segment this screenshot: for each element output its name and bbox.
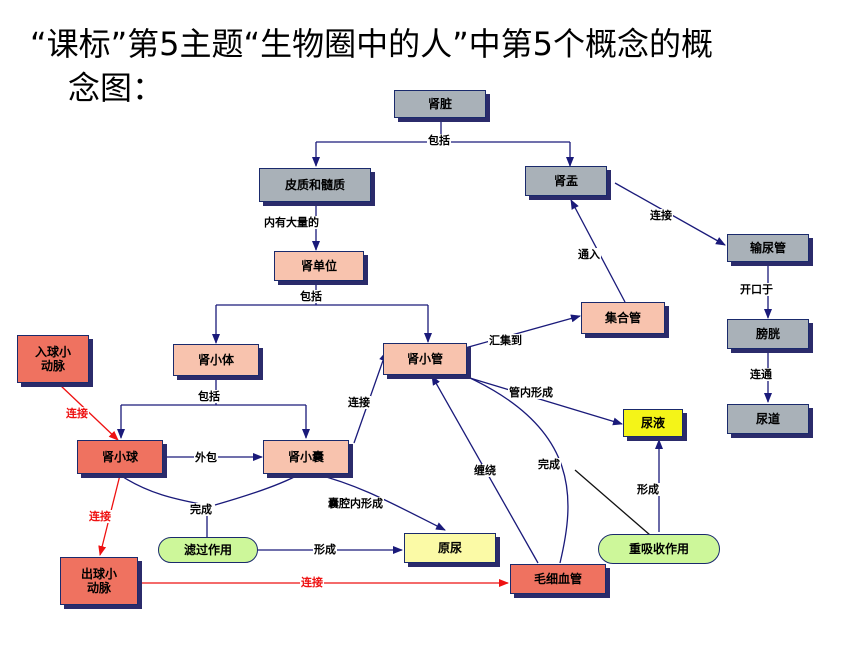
node-guolv: 滤过作用 <box>158 537 258 563</box>
link-nang-wancheng <box>214 473 301 506</box>
label-liantong: 连通 <box>749 368 773 381</box>
node-pangguang: 膀胱 <box>727 319 809 349</box>
label-baokuo-3: 包括 <box>197 390 221 403</box>
node-ruqiu-label: 入球小动脉 <box>34 345 71 373</box>
label-huijidao: 汇集到 <box>488 334 523 347</box>
label-lianjie-4: 连接 <box>88 510 112 523</box>
link-wancheng-curve <box>469 377 569 564</box>
label-tongru: 通入 <box>577 248 601 261</box>
node-niaoye: 尿液 <box>623 409 683 437</box>
label-lianjie-5: 连接 <box>300 576 324 589</box>
label-xingcheng-2: 形成 <box>636 483 660 496</box>
link-wancheng-chongxishou <box>574 469 651 536</box>
node-shenxiaonang: 肾小囊 <box>263 440 349 474</box>
label-kaikouyu: 开口于 <box>739 283 774 296</box>
slide-title: “课标”第5主题“生物圈中的人”中第5个概念的概 念图： <box>30 22 830 110</box>
label-nangqiang: 囊腔内形成 <box>327 497 384 510</box>
label-xingcheng-1: 形成 <box>313 543 337 556</box>
node-chuqiu: 出球小动脉 <box>60 557 138 605</box>
node-niaodao: 尿道 <box>727 404 809 434</box>
node-shenzang: 肾脏 <box>394 90 486 118</box>
node-shuniaoguan: 输尿管 <box>727 234 809 262</box>
slide-title-line1: “课标”第5主题“生物圈中的人”中第5个概念的概 <box>30 25 714 63</box>
label-guanneixingcheng: 管内形成 <box>508 386 554 399</box>
link-shenxiaonang-yuanniao <box>314 473 446 531</box>
label-wancheng-1: 完成 <box>189 503 213 516</box>
label-chanrao: 缠绕 <box>473 464 497 477</box>
node-chuqiu-label: 出球小动脉 <box>80 567 117 595</box>
label-waibao: 外包 <box>194 451 218 464</box>
node-maoxi: 毛细血管 <box>510 564 606 594</box>
label-lianjie-1: 连接 <box>649 209 673 222</box>
label-neiyou: 内有大量的 <box>263 216 320 229</box>
node-ruqiu: 入球小动脉 <box>17 335 89 383</box>
slide-title-line2: 念图： <box>68 69 165 107</box>
node-chongxishou: 重吸收作用 <box>598 534 720 564</box>
node-shenxiaoguan: 肾小管 <box>383 343 467 375</box>
label-lianjie-2: 连接 <box>347 396 371 409</box>
node-shendanwei: 肾单位 <box>274 251 364 281</box>
label-wancheng-2: 完成 <box>537 458 561 471</box>
label-baokuo-1: 包括 <box>427 134 451 147</box>
node-yuanniao: 原尿 <box>404 533 496 563</box>
node-pizhi: 皮质和髓质 <box>259 168 371 202</box>
label-baokuo-2: 包括 <box>299 290 323 303</box>
node-shenxiaoqiu: 肾小球 <box>77 440 163 474</box>
link-ruqiu-shenxiaoqiu <box>59 384 119 441</box>
label-lianjie-3: 连接 <box>65 407 89 420</box>
node-shenxiaoti: 肾小体 <box>173 344 259 376</box>
node-shenyu: 肾盂 <box>525 166 607 196</box>
node-jiheguan: 集合管 <box>581 302 665 334</box>
link-shenxiaoguan-jiheguan <box>464 314 581 349</box>
link-qiu-wancheng <box>119 474 206 506</box>
